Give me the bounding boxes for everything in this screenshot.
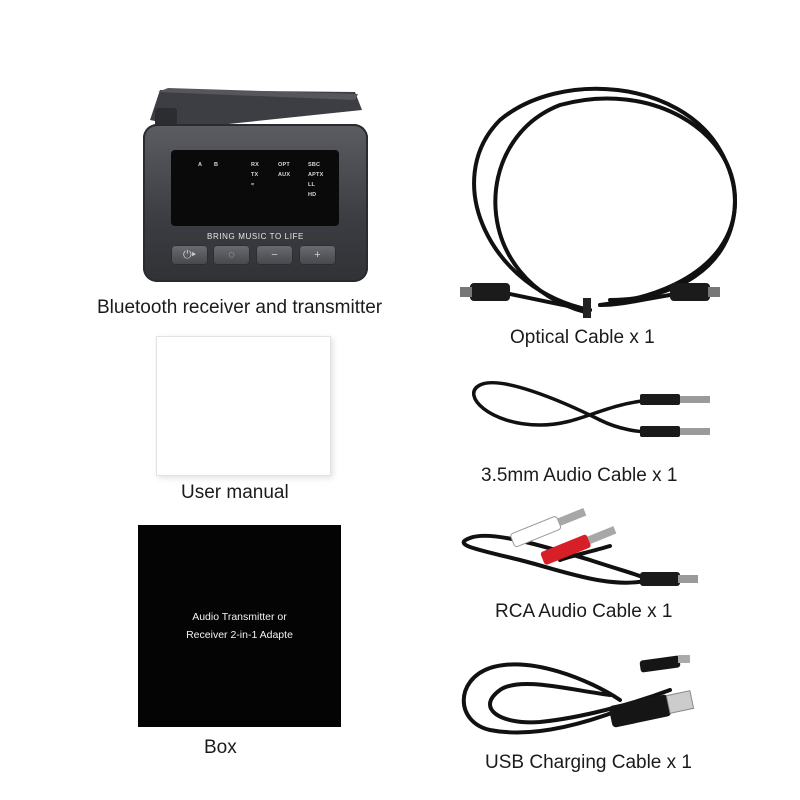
manual-caption: User manual (181, 482, 289, 503)
led-a: A (198, 162, 203, 168)
plus-button[interactable]: + (299, 245, 336, 265)
minus-button[interactable]: − (256, 245, 293, 265)
usb-caption: USB Charging Cable x 1 (485, 752, 692, 773)
box-line-2: Receiver 2-in-1 Adapte (186, 629, 293, 641)
aux-caption: 3.5mm Audio Cable x 1 (481, 465, 678, 486)
user-manual-image (156, 336, 331, 476)
bluetooth-device: A B RX TX ≈ OPT AUX SBC APTX LL HD BRING… (143, 124, 368, 282)
box-caption: Box (204, 737, 237, 758)
minus-icon: − (271, 249, 278, 261)
bluetooth-status-icon: ≈ (251, 182, 255, 188)
pair-icon: ◌ (228, 249, 235, 261)
rca-caption: RCA Audio Cable x 1 (495, 601, 673, 622)
led-hd: HD (308, 192, 317, 198)
plus-icon: + (314, 249, 321, 261)
led-b: B (214, 162, 219, 168)
pair-button[interactable]: ◌ (213, 245, 250, 265)
box-image: Audio Transmitter or Receiver 2-in-1 Ada… (138, 525, 341, 727)
led-sbc: SBC (308, 162, 321, 168)
device-display: A B RX TX ≈ OPT AUX SBC APTX LL HD (171, 150, 339, 226)
power-play-icon: ⏻▸ (183, 249, 196, 261)
led-rx: RX (251, 162, 260, 168)
power-play-button[interactable]: ⏻▸ (171, 245, 208, 265)
optical-caption: Optical Cable x 1 (510, 327, 655, 348)
antenna (150, 88, 362, 128)
box-line-1: Audio Transmitter or (192, 611, 287, 623)
led-aux: AUX (278, 172, 291, 178)
led-tx: TX (251, 172, 259, 178)
device-slogan: BRING MUSIC TO LIFE (207, 232, 304, 241)
led-opt: OPT (278, 162, 290, 168)
device-caption: Bluetooth receiver and transmitter (97, 297, 383, 318)
led-aptx: APTX (308, 172, 324, 178)
led-ll: LL (308, 182, 316, 188)
